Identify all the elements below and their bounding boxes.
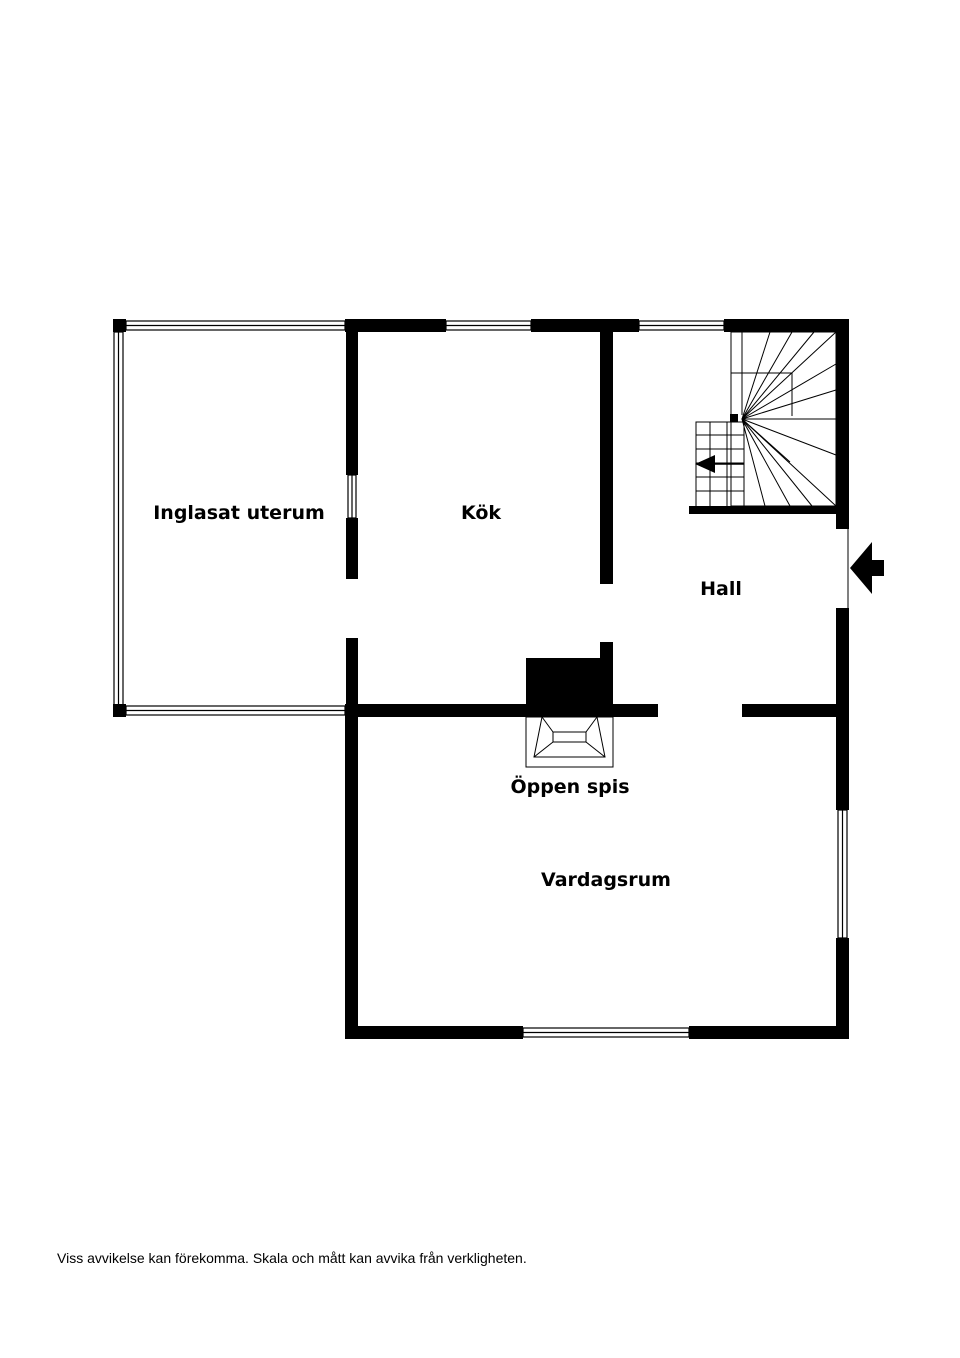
fireplace-hearth — [525, 716, 614, 768]
staircase — [695, 331, 837, 507]
room-label-oppen-spis: Öppen spis — [510, 774, 629, 798]
room-label-kok: Kök — [461, 502, 501, 524]
entrance-arrow-icon — [850, 542, 884, 594]
windows — [347, 320, 848, 1038]
stair-post — [730, 414, 738, 422]
stair-direction-arrow-icon — [695, 455, 744, 473]
room-label-hall: Hall — [700, 578, 742, 600]
disclaimer-text: Viss avvikelse kan förekomma. Skala och … — [57, 1250, 527, 1266]
room-label-uterum: Inglasat uterum — [153, 502, 325, 524]
sunroom-corners — [113, 319, 126, 717]
room-label-vardagsrum: Vardagsrum — [541, 869, 671, 891]
walls — [345, 319, 849, 1039]
